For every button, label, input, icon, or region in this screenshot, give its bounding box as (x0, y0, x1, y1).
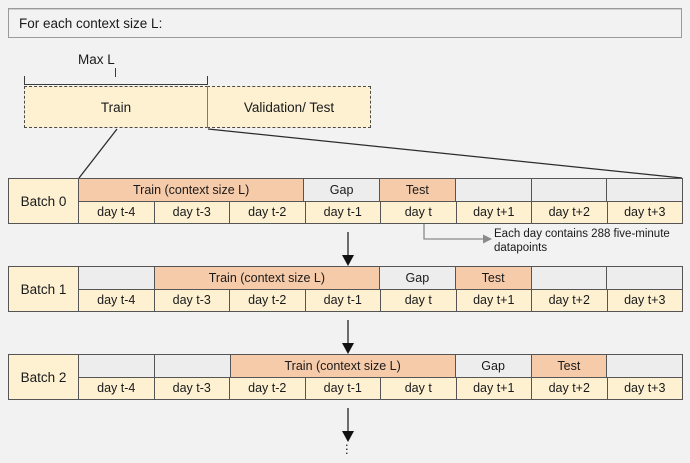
split-divider-line (207, 86, 208, 128)
split-train-block: Train (24, 86, 208, 128)
segment-cell-test: Test (380, 179, 456, 201)
split-validation-block: Validation/ Test (207, 86, 371, 128)
segment-cell-gap: Gap (380, 267, 456, 289)
segment-cell-blank (607, 355, 682, 377)
segment-cell-test: Test (455, 267, 532, 289)
max-l-label: Max L (78, 52, 115, 67)
day-cell: day t-4 (79, 377, 155, 399)
day-cell: day t+3 (607, 201, 682, 223)
flow-arrow-1 (342, 232, 354, 266)
segment-cell-blank (154, 355, 231, 377)
day-cell: day t-2 (230, 377, 306, 399)
max-l-bracket (24, 76, 208, 85)
segment-cell-blank (607, 179, 682, 201)
day-cell: day t+1 (456, 201, 532, 223)
bracket-stem (115, 68, 117, 77)
segment-cell-train: Train (context size L) (230, 355, 456, 377)
vertical-ellipsis: ... (345, 434, 349, 457)
segment-cell-blank (531, 267, 608, 289)
segment-cell-blank (79, 355, 155, 377)
annotation-arrow (423, 224, 492, 244)
day-cell: day t-3 (154, 201, 230, 223)
day-cell: day t+1 (456, 377, 532, 399)
segment-cell-blank (607, 267, 682, 289)
split-validation-label: Validation/ Test (243, 99, 335, 115)
batch-label: Batch 1 (9, 267, 79, 311)
segment-cell-blank (455, 179, 532, 201)
day-cell: day t+2 (532, 377, 608, 399)
day-cell: day t (381, 289, 457, 311)
day-cell: day t (381, 377, 457, 399)
day-cell: day t-2 (230, 289, 306, 311)
day-cell: day t-4 (79, 289, 155, 311)
segment-cell-train: Train (context size L) (154, 267, 380, 289)
segment-cell-test: Test (531, 355, 608, 377)
annotation-text: Each day contains 288 five-minute datapo… (494, 228, 670, 254)
day-cell: day t (381, 201, 457, 223)
segment-cell-blank (79, 267, 155, 289)
day-cell: day t+2 (532, 201, 608, 223)
segment-cell-gap: Gap (455, 355, 532, 377)
day-cell: day t+3 (607, 377, 682, 399)
day-cell: day t-1 (305, 201, 381, 223)
day-cell: day t+2 (532, 289, 608, 311)
segment-cell-train: Train (context size L) (79, 179, 305, 201)
day-cell: day t-3 (154, 377, 230, 399)
flow-arrow-2 (342, 320, 354, 354)
page-title: For each context size L: (19, 15, 163, 31)
segment-cell-gap: Gap (304, 179, 380, 201)
day-cell: day t-3 (154, 289, 230, 311)
day-cell: day t-1 (305, 289, 381, 311)
day-cell: day t+1 (456, 289, 532, 311)
batch-label: Batch 0 (9, 179, 79, 223)
header-banner: For each context size L: (8, 8, 682, 38)
day-cell: day t-1 (305, 377, 381, 399)
split-train-label: Train (100, 99, 132, 115)
day-cell: day t-2 (230, 201, 306, 223)
day-cell: day t-4 (79, 201, 155, 223)
segment-cell-blank (531, 179, 608, 201)
batch-label: Batch 2 (9, 355, 79, 399)
day-cell: day t+3 (607, 289, 682, 311)
